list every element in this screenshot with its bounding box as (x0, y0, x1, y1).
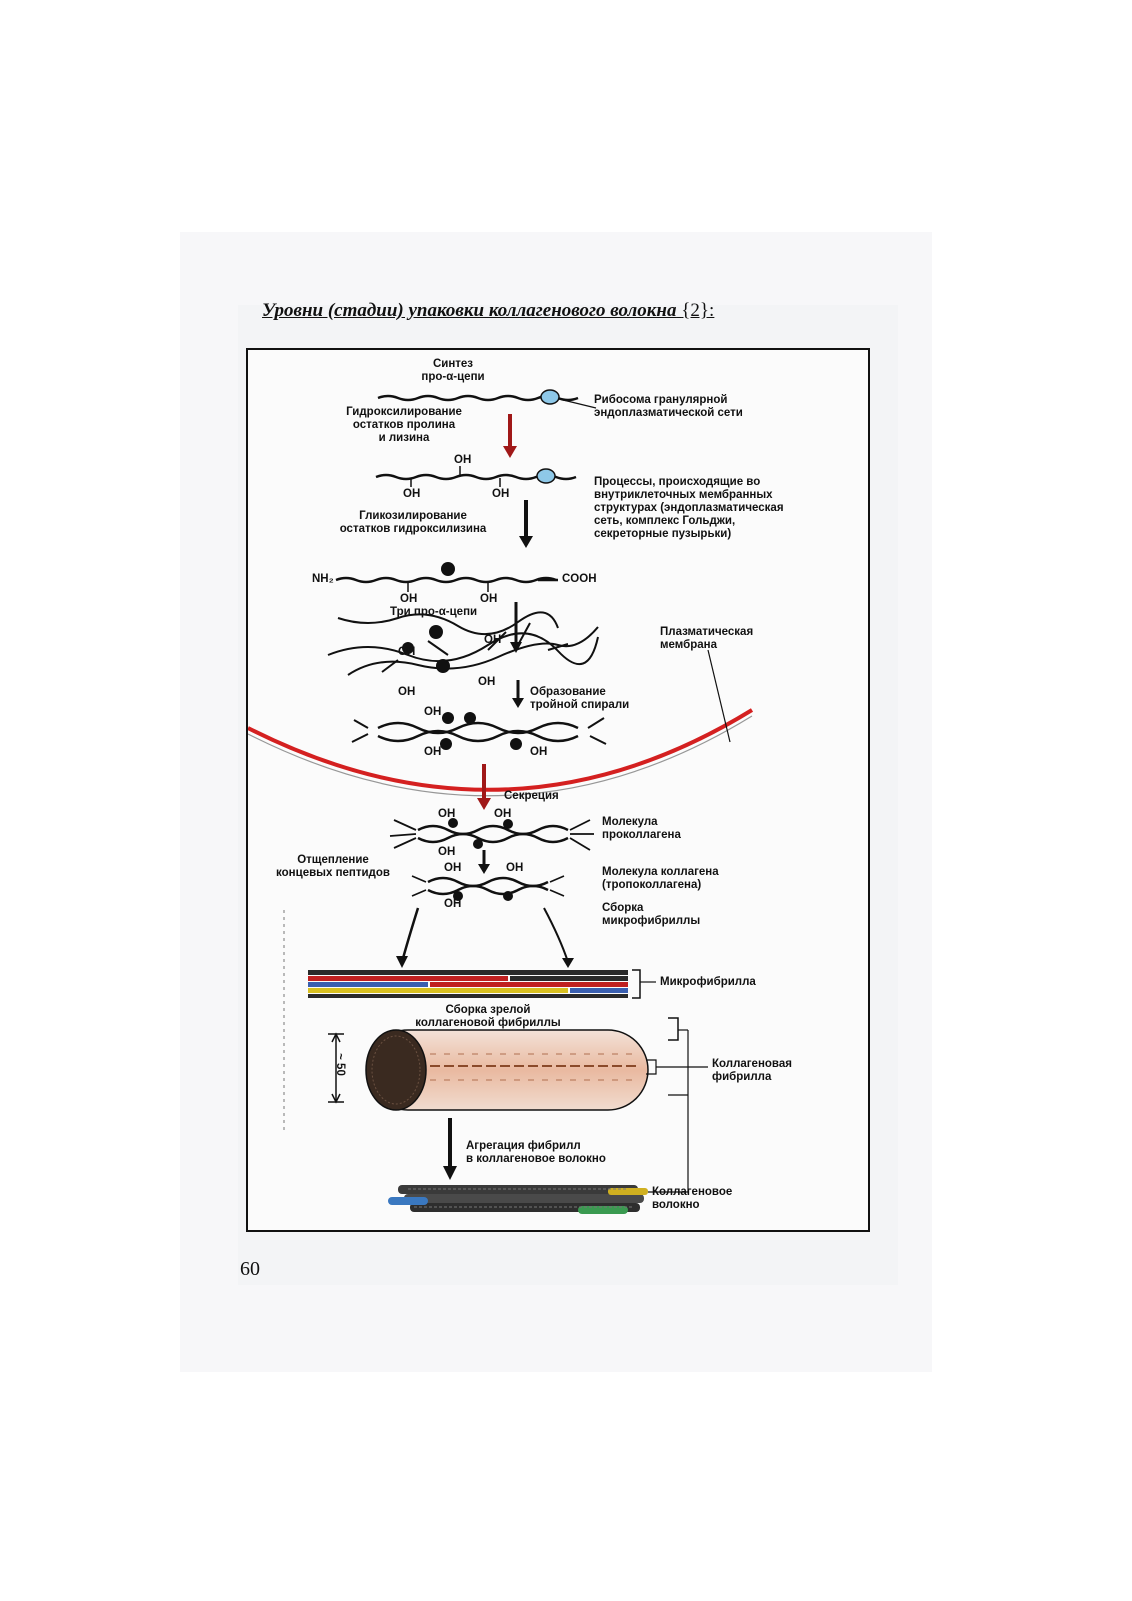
label-ribosome: Рибосома гранулярной эндоплазматической … (594, 394, 743, 419)
label-oh-11: OH (424, 746, 442, 758)
label-oh-5: OH (480, 593, 498, 605)
label-processes: Процессы, происходящие во внутриклеточны… (594, 476, 784, 540)
label-oh-3: OH (492, 488, 510, 500)
label-oh-12: OH (530, 746, 548, 758)
collagen-packaging-figure: Синтез про-α-цепи Рибосома гранулярной э… (246, 348, 870, 1232)
label-oh-10: OH (424, 706, 442, 718)
label-cleavage: Отщепление концевых пептидов (276, 854, 390, 879)
label-oh-1: OH (454, 454, 472, 466)
label-oh-8: OH (478, 676, 496, 688)
label-collagen-fibril: Коллагеновая фибрилла (712, 1058, 792, 1083)
label-microfibril-assembly: Сборка микрофибриллы (602, 902, 701, 927)
label-nh2: NH₂ (312, 573, 334, 585)
label-mature-fibril-assembly: Сборка зрелой коллагеновой фибриллы (415, 1004, 561, 1029)
title-reference: {2}: (681, 300, 715, 321)
label-oh-13: OH (438, 808, 456, 820)
microfibril-rods (308, 969, 656, 999)
label-procollagen: Молекула проколлагена (602, 816, 681, 841)
collagen-fiber-bundle (388, 1185, 648, 1214)
procollagen-molecule (389, 818, 594, 851)
label-scale: ~ 50 (333, 1053, 346, 1076)
label-oh-6: OH (484, 634, 502, 646)
label-plasma-membrane: Плазматическая мембрана (660, 626, 754, 651)
label-microfibril: Микрофибрилла (660, 976, 756, 988)
label-hydroxylation: Гидроксилирование остатков пролина и лиз… (346, 406, 462, 444)
figure-drawing (248, 389, 754, 1214)
label-oh-17: OH (506, 862, 524, 874)
label-triple-helix: Образование тройной спирали (530, 686, 630, 711)
glycosylated-chain (335, 562, 558, 592)
label-synthesis: Синтез про-α-цепи (421, 358, 485, 383)
label-oh-14: OH (494, 808, 512, 820)
title-text: Уровни (стадии) упаковки коллагенового в… (262, 300, 677, 321)
fibril-cross-section (365, 1029, 427, 1111)
hydroxylated-chain (375, 466, 577, 487)
label-secretion: Секреция (504, 790, 559, 802)
triple-helix (351, 712, 607, 750)
collagen-fibril-cylinder (365, 1029, 657, 1111)
label-oh-2: OH (403, 488, 421, 500)
label-aggregation: Агрегация фибрилл в коллагеновое волокно (466, 1140, 606, 1165)
label-glycosylation: Гликозилирование остатков гидроксилизина (339, 510, 487, 535)
plasma-membrane-curve (248, 708, 754, 792)
label-oh-18: OH (444, 898, 462, 910)
label-cooh: COOH (562, 573, 597, 585)
label-collagen-molecule: Молекула коллагена (тропоколлагена) (602, 866, 719, 891)
scale-bar (328, 1032, 344, 1104)
label-collagen-fiber: Коллагеновое волокно (652, 1186, 733, 1211)
ribosome-icon (540, 389, 560, 405)
page-number: 60 (240, 1258, 260, 1280)
pro-alpha-chain-synthesis (377, 389, 597, 409)
label-three-chains: Три про-α-цепи (390, 606, 478, 618)
label-oh-9: OH (398, 686, 416, 698)
three-pro-alpha-chains (327, 611, 599, 676)
label-oh-7: OH (398, 646, 416, 658)
label-oh-16: OH (444, 862, 462, 874)
label-oh-4: OH (400, 593, 418, 605)
page-title: Уровни (стадии) упаковки коллагенового в… (262, 300, 714, 322)
label-oh-15: OH (438, 846, 456, 858)
tropocollagen-molecule (411, 875, 565, 901)
